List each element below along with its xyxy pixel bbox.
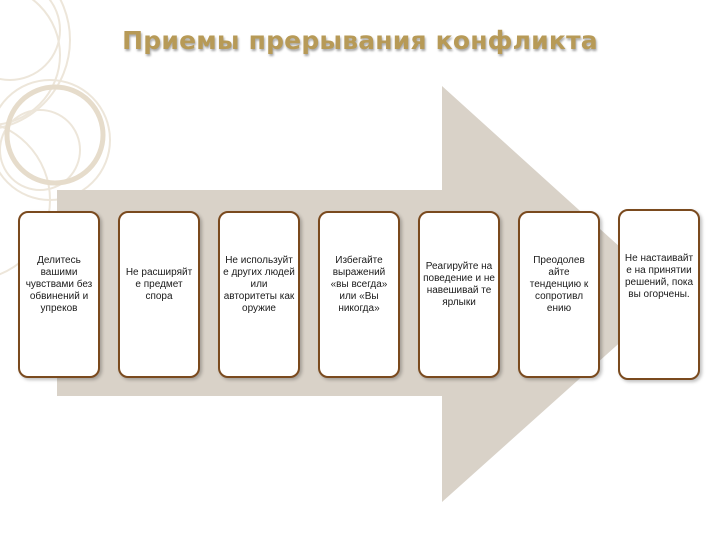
step-card-6: Преодолев айте тенденцию к сопротивл ени… (518, 211, 600, 378)
step-card-2: Не расширяйт е предмет спора (118, 211, 200, 378)
step-text: Не расширяйт е предмет спора (125, 266, 193, 302)
step-text: Не настаивайт е на принятии решений, пок… (624, 252, 694, 300)
page-title: Приемы прерывания конфликта (122, 26, 598, 55)
step-card-5: Реагируйте на поведение и не навешивай т… (418, 211, 500, 378)
step-text: Избегайте выражений «вы всегда» или «Вы … (330, 254, 388, 314)
step-text: Реагируйте на поведение и не навешивай т… (423, 260, 495, 308)
step-text: Делитесь вашими чувствами без обвинений … (25, 254, 93, 314)
step-card-4: Избегайте выражений «вы всегда» или «Вы … (318, 211, 400, 378)
step-card-1: Делитесь вашими чувствами без обвинений … (18, 211, 100, 378)
step-text: Преодолев айте тенденцию к сопротивл ени… (529, 254, 589, 314)
step-card-3: Не используйт е других людей или авторит… (218, 211, 300, 378)
step-card-7: Не настаивайт е на принятии решений, пок… (618, 209, 700, 380)
step-text: Не используйт е других людей или авторит… (223, 254, 295, 314)
